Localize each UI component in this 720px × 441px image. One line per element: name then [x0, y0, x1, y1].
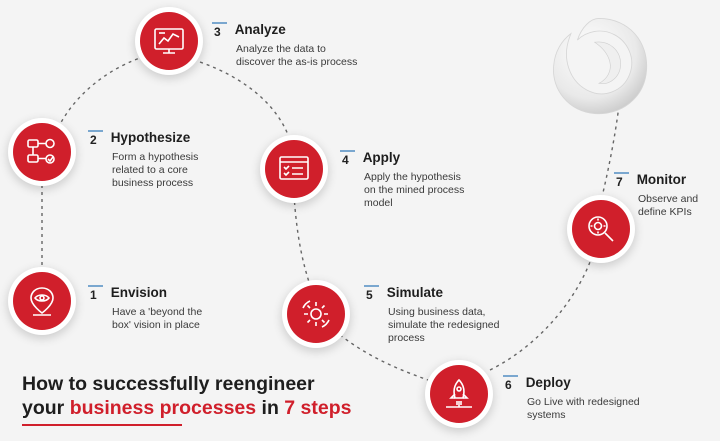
step-1-badge [13, 272, 71, 330]
step-5-badge [287, 285, 345, 343]
step-2: 2 Hypothesize Form a hypothesis related t… [88, 130, 198, 190]
step-6: 6 Deploy Go Live with redesigned systems [503, 375, 640, 422]
step-4-badge [265, 140, 323, 198]
step-number: 1 [88, 285, 103, 302]
step-description: Observe and define KPIs [638, 193, 699, 218]
headline-highlight: business processes [69, 397, 257, 419]
step-description: Go Live with redesigned systems [527, 396, 640, 421]
headline-prefix: your [22, 397, 70, 419]
step-7-badge [572, 200, 630, 258]
step-title: Simulate [386, 285, 443, 300]
step-title: Monitor [636, 172, 687, 187]
step-number: 7 [614, 172, 629, 189]
step-3-badge [140, 12, 198, 70]
headline-line-2: your business processes in 7 steps [22, 396, 352, 420]
headline-highlight-2: 7 steps [284, 397, 352, 419]
step-7: 7 Monitor Observe and define KPIs [614, 172, 698, 219]
headline-underline [22, 424, 182, 426]
step-2-badge [13, 123, 71, 181]
step-number: 5 [364, 285, 379, 302]
process-window-icon [279, 156, 309, 180]
step-description: Analyze the data to discover the as-is p… [236, 43, 358, 68]
step-description: Form a hypothesis related to a core busi… [112, 151, 199, 189]
analytics-dashboard-icon [154, 28, 184, 54]
step-description: Have a 'beyond the box' vision in place [112, 306, 203, 331]
step-title: Apply [362, 150, 401, 165]
step-4: 4 Apply Apply the hypothesis on the mined… [340, 150, 464, 210]
rocket-launch-icon [446, 378, 472, 408]
step-number: 3 [212, 22, 227, 39]
eye-location-pin-icon [30, 287, 54, 316]
step-number: 2 [88, 130, 103, 147]
step-description: Using business data, simulate the redesi… [388, 306, 500, 344]
step-6-badge [430, 365, 488, 423]
step-5: 5 Simulate Using business data, simulate … [364, 285, 500, 345]
step-title: Envision [110, 285, 167, 300]
step-number: 4 [340, 150, 355, 167]
simulation-gear-icon [302, 300, 330, 328]
step-title: Deploy [525, 375, 571, 390]
magnifier-gear-icon [588, 216, 614, 242]
headline: How to successfully reengineer your busi… [22, 372, 352, 420]
step-description: Apply the hypothesis on the mined proces… [364, 171, 465, 209]
flowchart-icon [27, 138, 55, 164]
step-number: 6 [503, 375, 518, 392]
step-title: Analyze [234, 22, 286, 37]
step-3: 3 Analyze Analyze the data to discover th… [212, 22, 357, 69]
swirl-logo-icon [553, 18, 647, 115]
headline-middle: in [256, 397, 285, 419]
step-title: Hypothesize [110, 130, 191, 145]
headline-line-1: How to successfully reengineer [22, 373, 315, 395]
step-1: 1 Envision Have a 'beyond the box' vision… [88, 285, 202, 332]
